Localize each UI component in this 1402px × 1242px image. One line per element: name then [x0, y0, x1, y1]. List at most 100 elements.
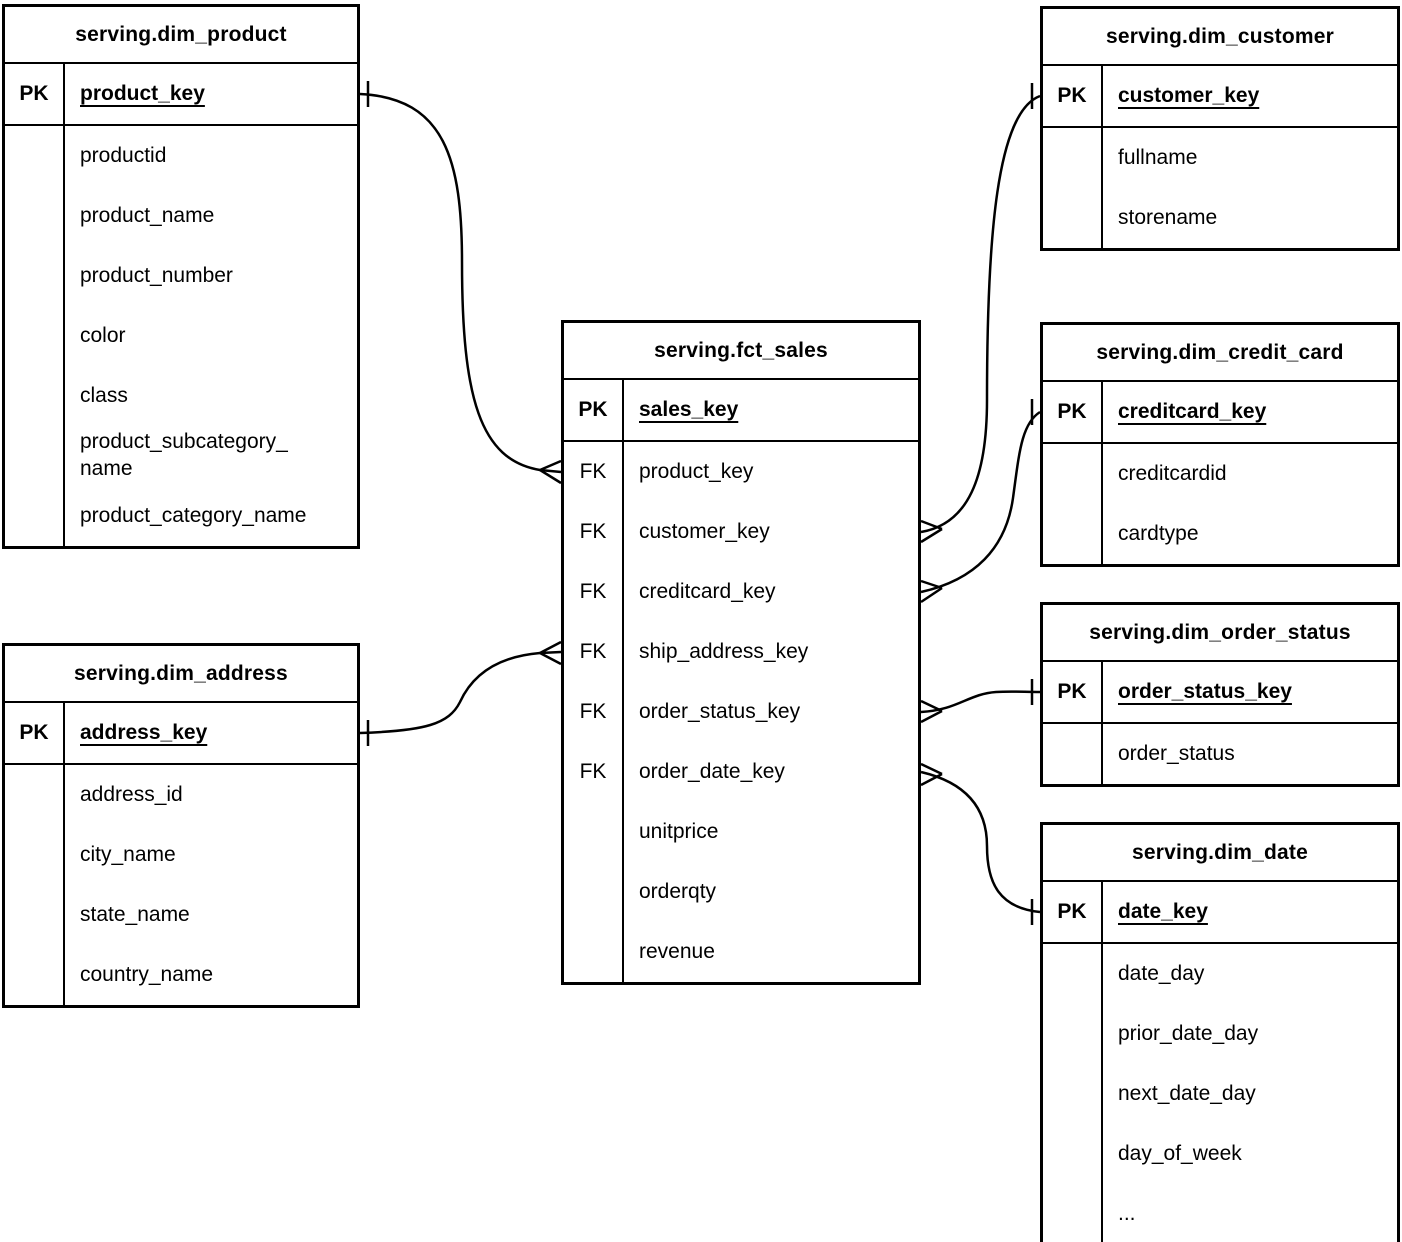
entity-dim-product: serving.dim_product PK product_key produ… — [2, 4, 360, 549]
attribute-name: class — [80, 383, 128, 407]
attribute-row: FK order_status_key — [564, 682, 918, 742]
connector-fct-sales-dim-product — [359, 81, 562, 485]
pk-row: PK sales_key — [564, 380, 918, 442]
key-cell — [5, 186, 65, 246]
key-cell — [1043, 188, 1103, 248]
attribute-name: creditcardid — [1118, 461, 1227, 485]
attribute-row: orderqty — [564, 862, 918, 922]
connector-line — [920, 770, 1041, 914]
key-cell — [5, 426, 65, 486]
entity-title: serving.dim_address — [5, 646, 357, 703]
pk-row: PK order_status_key — [1043, 662, 1397, 724]
key-cell — [1043, 1064, 1103, 1124]
attribute-name: order_status — [1118, 741, 1235, 765]
attribute-row: state_name — [5, 885, 357, 945]
key-cell — [1043, 1004, 1103, 1064]
attribute-name: city_name — [80, 842, 176, 866]
attribute-name: country_name — [80, 962, 214, 986]
attribute-row: productid — [5, 126, 357, 186]
attribute-row: product_number — [5, 246, 357, 306]
attribute-row: fullname — [1043, 128, 1397, 188]
entity-fct-sales: serving.fct_sales PK sales_key FK produc… — [561, 320, 921, 985]
key-cell — [5, 306, 65, 366]
pk-row: PK customer_key — [1043, 66, 1397, 128]
key-cell — [5, 246, 65, 306]
entity-title: serving.fct_sales — [564, 323, 918, 380]
attribute-name: creditcard_key — [639, 579, 776, 603]
attribute-name: storename — [1118, 205, 1218, 229]
fk-badge: FK — [564, 682, 624, 742]
attribute-row: unitprice — [564, 802, 918, 862]
key-cell — [5, 885, 65, 945]
key-cell — [5, 486, 65, 546]
attribute-row: storename — [1043, 188, 1397, 248]
crowfoot-many-marker — [920, 699, 943, 724]
attribute-name: orderqty — [639, 879, 717, 903]
pk-row: PK product_key — [5, 64, 357, 126]
attribute-row: product_category_name — [5, 486, 357, 546]
connector-line — [359, 92, 562, 474]
attribute-name: date_key — [1118, 899, 1208, 923]
key-cell — [564, 922, 624, 982]
connector-line — [359, 650, 562, 735]
attribute-name: product_category_name — [80, 503, 307, 527]
key-cell — [564, 802, 624, 862]
attribute-row: country_name — [5, 945, 357, 1005]
entity-dim-address: serving.dim_address PK address_key addre… — [2, 643, 360, 1008]
entity-dim-order-status: serving.dim_order_status PK order_status… — [1040, 602, 1400, 787]
attribute-name: prior_date_day — [1118, 1021, 1259, 1045]
attribute-name: productid — [80, 143, 167, 167]
attribute-row: cardtype — [1043, 504, 1397, 564]
pk-badge: PK — [1043, 662, 1103, 722]
pk-badge: PK — [1043, 66, 1103, 126]
connector-fct-sales-dim-customer — [920, 83, 1041, 544]
pk-row: PK address_key — [5, 703, 357, 765]
attribute-name: cardtype — [1118, 521, 1199, 545]
fk-badge: FK — [564, 562, 624, 622]
entity-dim-date: serving.dim_date PK date_key date_day pr… — [1040, 822, 1400, 1242]
attribute-row: ... — [1043, 1184, 1397, 1242]
attribute-row: city_name — [5, 825, 357, 885]
pk-badge: PK — [1043, 382, 1103, 442]
connector-line — [920, 410, 1041, 594]
attribute-name: day_of_week — [1118, 1141, 1242, 1165]
key-cell — [1043, 1124, 1103, 1184]
pk-badge: PK — [564, 380, 624, 440]
key-cell — [5, 366, 65, 426]
pk-badge: PK — [1043, 882, 1103, 942]
attribute-row: date_day — [1043, 944, 1397, 1004]
attribute-name: order_status_key — [639, 699, 801, 723]
key-cell — [5, 126, 65, 186]
attribute-name: customer_key — [639, 519, 770, 543]
attribute-name: customer_key — [1118, 83, 1260, 107]
attribute-row: FK customer_key — [564, 502, 918, 562]
crowfoot-many-marker — [539, 459, 562, 485]
entity-title: serving.dim_order_status — [1043, 605, 1397, 662]
pk-badge: PK — [5, 703, 65, 763]
fk-badge: FK — [564, 742, 624, 802]
attribute-row: prior_date_day — [1043, 1004, 1397, 1064]
key-cell — [1043, 444, 1103, 504]
attribute-row: FK ship_address_key — [564, 622, 918, 682]
attribute-name: address_key — [80, 720, 208, 744]
attribute-row: FK product_key — [564, 442, 918, 502]
fk-badge: FK — [564, 622, 624, 682]
attribute-name: sales_key — [639, 397, 739, 421]
key-cell — [5, 765, 65, 825]
attribute-name: order_status_key — [1118, 679, 1292, 703]
entity-title: serving.dim_customer — [1043, 9, 1397, 66]
attribute-name: next_date_day — [1118, 1081, 1256, 1105]
attribute-name: creditcard_key — [1118, 399, 1267, 423]
attribute-name: product_key — [639, 459, 754, 483]
key-cell — [5, 825, 65, 885]
attribute-name: ... — [1118, 1201, 1136, 1225]
fk-badge: FK — [564, 442, 624, 502]
attribute-row: FK creditcard_key — [564, 562, 918, 622]
key-cell — [1043, 128, 1103, 188]
attribute-row: product_subcategory_ name — [5, 426, 357, 486]
attribute-row: product_name — [5, 186, 357, 246]
attribute-name: product_number — [80, 263, 233, 287]
attribute-row: revenue — [564, 922, 918, 982]
attribute-name: unitprice — [639, 819, 719, 843]
